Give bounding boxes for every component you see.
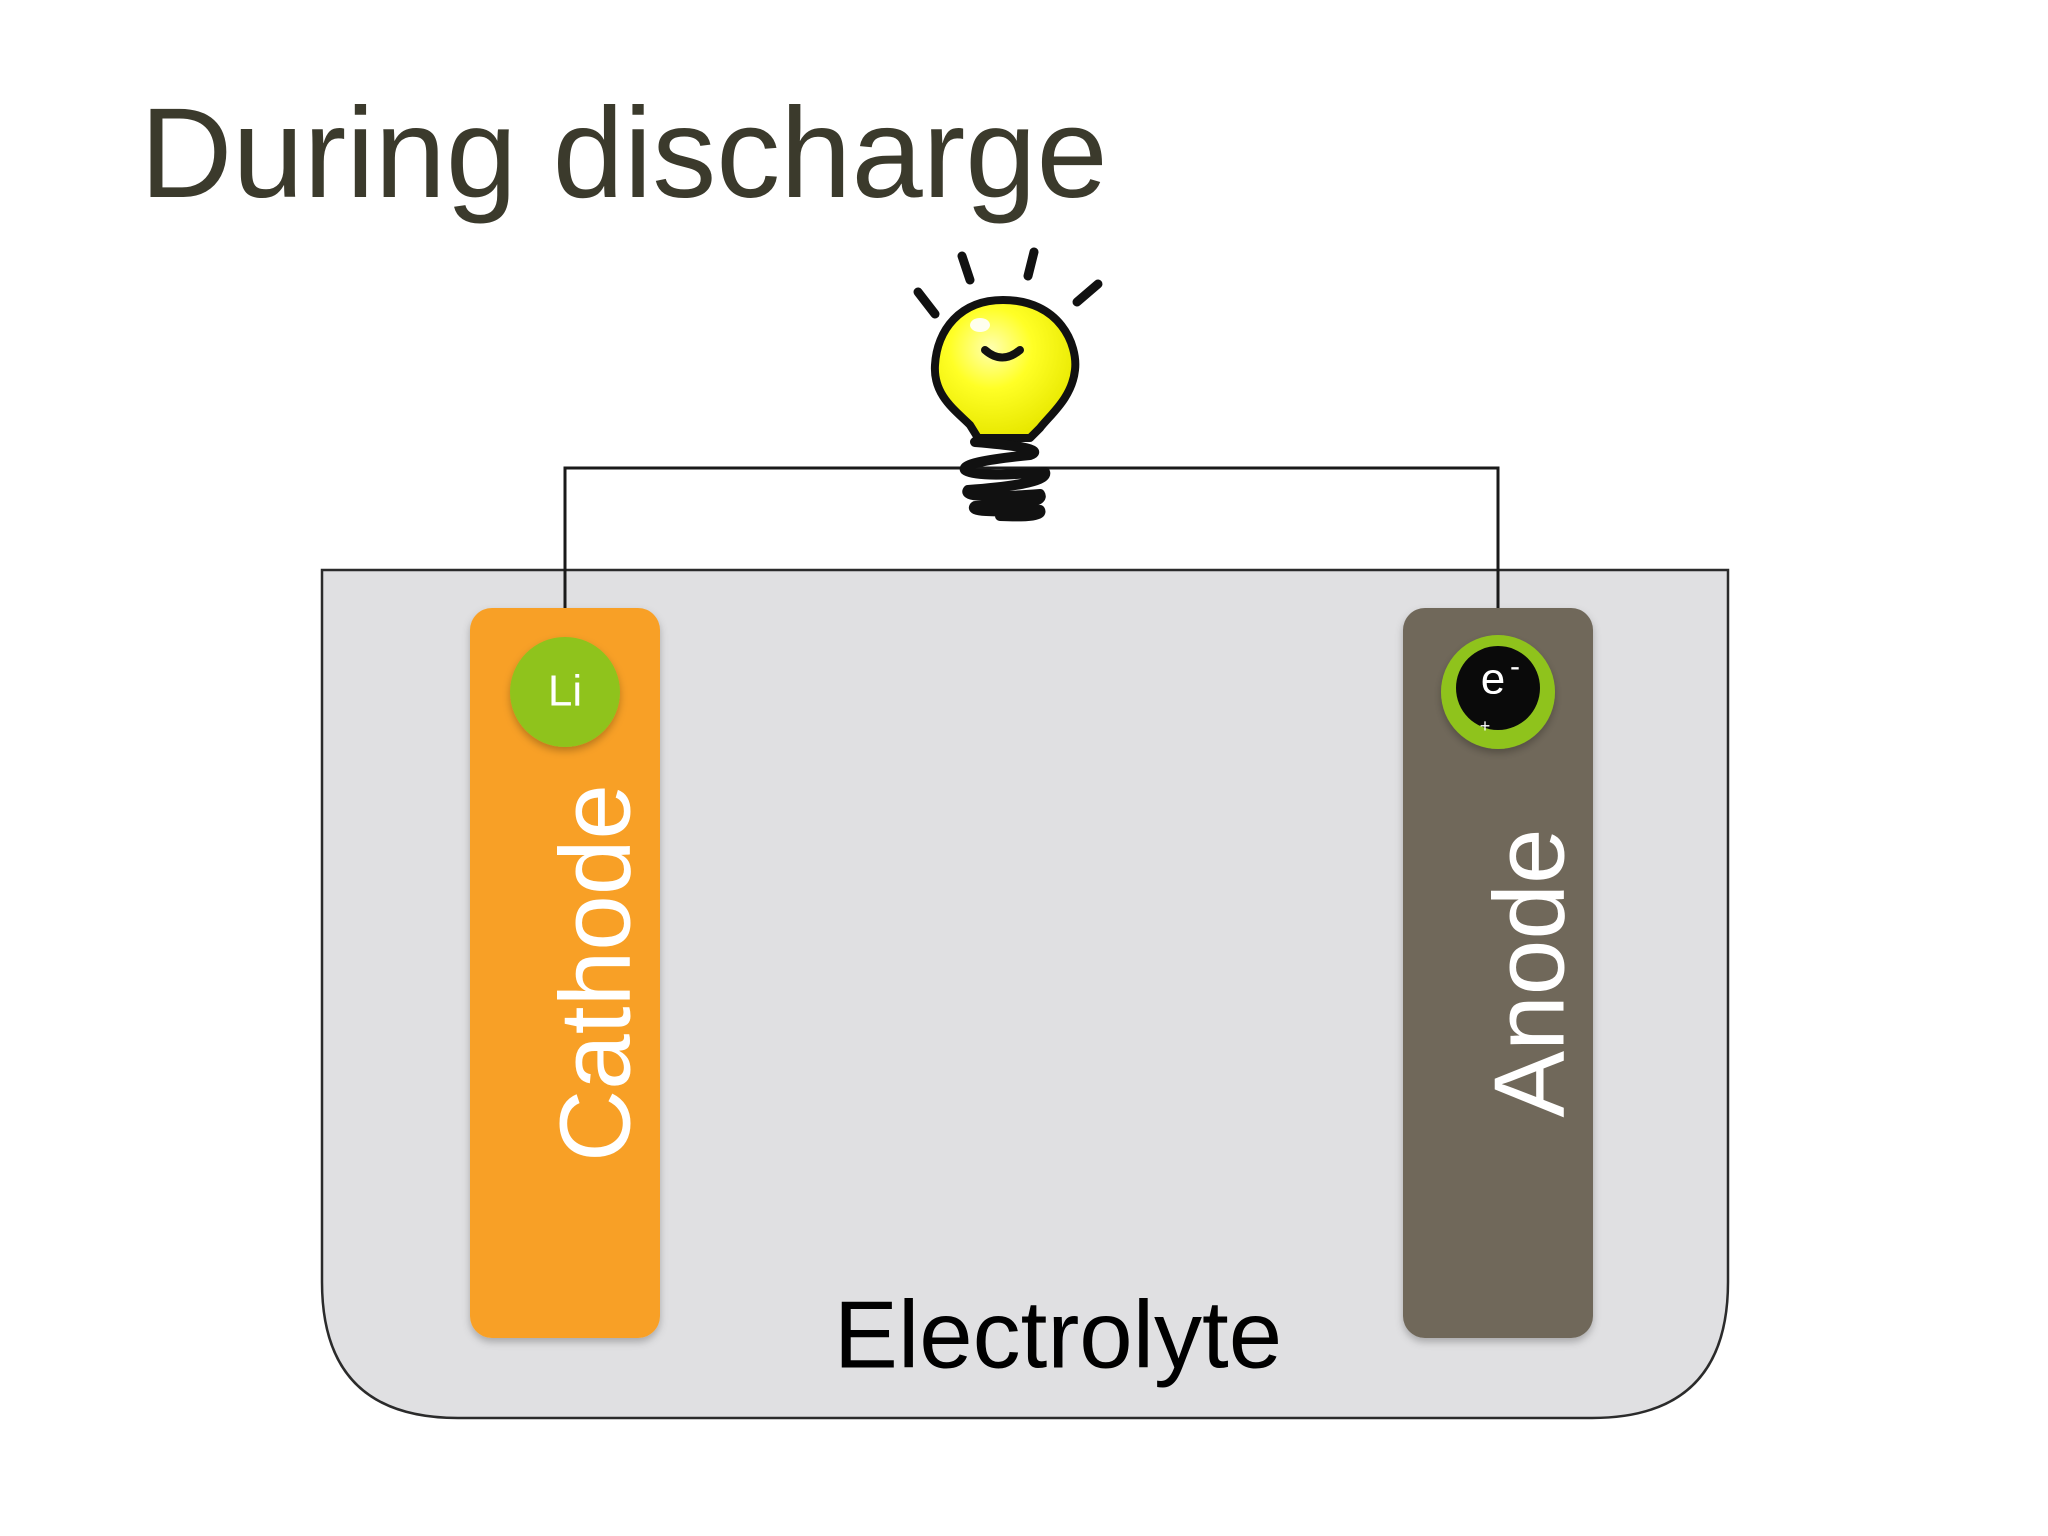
- anode-electrode: Anode: [1403, 608, 1593, 1338]
- electron-sup: -: [1510, 650, 1520, 683]
- circuit-wire: [563, 466, 1500, 610]
- light-bulb-icon: [913, 247, 1103, 522]
- cathode-label: Cathode: [539, 784, 651, 1162]
- electrolyte-label: Electrolyte: [834, 1281, 1282, 1388]
- lithium-ion-label: Li: [548, 667, 582, 716]
- cathode-electrode: Cathode: [470, 608, 660, 1338]
- page-title: During discharge: [140, 82, 1108, 225]
- anode-label: Anode: [1473, 828, 1585, 1117]
- electron-icon: e - +: [1441, 635, 1555, 749]
- lithium-ion-icon: Li: [510, 637, 620, 747]
- electron-charge: +: [1480, 716, 1491, 736]
- electrolyte-container: [320, 568, 1730, 1420]
- electron-label: e: [1481, 655, 1505, 704]
